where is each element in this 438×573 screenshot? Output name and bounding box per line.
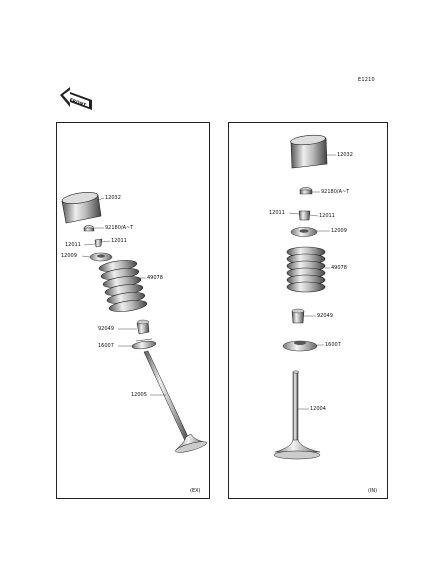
diagram-code: E1210 <box>358 77 375 83</box>
ex-label-keeper-right: 12011 <box>111 238 127 244</box>
ex-valve-part <box>143 350 207 453</box>
in-shim-part <box>299 187 313 195</box>
in-label-spring: 49078 <box>331 265 347 271</box>
in-panel-tag: (IN) <box>368 488 378 494</box>
ex-shim-part <box>83 225 95 232</box>
in-stem-seal-part <box>282 340 318 352</box>
in-label-keeper-left: 12011 <box>269 210 285 216</box>
ex-label-spring: 49078 <box>147 275 163 281</box>
ex-label-valve: 12005 <box>131 392 147 398</box>
ex-label-stem-seal: 16007 <box>98 343 114 349</box>
in-label-seat: 92049 <box>317 313 333 319</box>
ex-spring-part <box>98 260 148 312</box>
ex-tappet-part <box>61 192 102 224</box>
ex-seat-part <box>136 319 150 335</box>
ex-label-retainer: 12009 <box>61 253 77 259</box>
ex-label-seat: 92049 <box>98 326 114 332</box>
intake-panel <box>228 122 388 499</box>
in-label-tappet: 12032 <box>337 152 353 158</box>
ex-label-tappet: 12032 <box>105 195 121 201</box>
in-seat-part <box>291 308 305 324</box>
in-valve-part <box>273 370 321 460</box>
in-label-keeper-right: 12011 <box>319 213 335 219</box>
ex-keeper-part <box>94 238 103 248</box>
in-label-shim: 92180/A~T <box>321 189 350 195</box>
ex-label-keeper-left: 12011 <box>65 242 81 248</box>
in-spring-part <box>286 246 326 293</box>
in-label-retainer: 12009 <box>331 228 347 234</box>
in-retainer-part <box>290 227 318 237</box>
front-label: FRONT <box>69 97 88 109</box>
in-label-stem-seal: 16007 <box>325 342 341 348</box>
front-arrow-icon: FRONT <box>60 87 92 110</box>
in-tappet-part <box>290 134 328 169</box>
ex-stem-seal-part <box>131 338 157 350</box>
ex-panel-tag: (EX) <box>190 488 201 494</box>
in-keeper-part <box>298 210 311 221</box>
ex-label-shim: 92180/A~T <box>105 225 134 231</box>
ex-retainer-part <box>89 252 113 262</box>
in-label-valve: 12004 <box>310 406 326 412</box>
